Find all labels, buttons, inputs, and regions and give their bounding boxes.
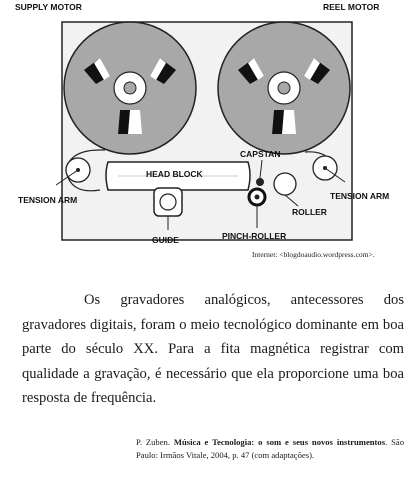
- label-guide: GUIDE: [152, 235, 179, 245]
- capstan: [256, 178, 264, 186]
- reference-details: . São Paulo: Irmãos Vitale, 2004, p. 47 …: [136, 437, 405, 460]
- label-supply-motor: SUPPLY MOTOR: [15, 2, 82, 12]
- label-roller: ROLLER: [292, 207, 327, 217]
- take-up-reel: [217, 21, 351, 155]
- reference-title: Música e Tecnologia: o som e seus novos …: [173, 437, 386, 447]
- supply-reel: [63, 21, 197, 155]
- reference-author: P. Zuben.: [136, 437, 170, 447]
- label-pinch-roller: PINCH-ROLLER: [222, 231, 286, 241]
- label-head-block: HEAD BLOCK: [146, 169, 204, 179]
- tape-recorder-illustration: SUPPLY MOTOR REEL MOTOR CAPSTAN HEAD BLO…: [15, 2, 389, 245]
- tape-recorder-diagram: SUPPLY MOTOR REEL MOTOR CAPSTAN HEAD BLO…: [15, 2, 389, 245]
- label-tension-arm-left: TENSION ARM: [18, 195, 77, 205]
- bibliographic-reference: P. Zuben. Música e Tecnologia: o som e s…: [136, 436, 404, 462]
- label-capstan: CAPSTAN: [240, 149, 280, 159]
- label-reel-motor: REEL MOTOR: [323, 2, 379, 12]
- figure-credit: Internet: <blogdoaudio.wordpress.com>.: [252, 250, 375, 259]
- label-tension-arm-right: TENSION ARM: [330, 191, 389, 201]
- roller: [273, 172, 297, 196]
- body-paragraph: Os gravadores analógicos, antecessores d…: [22, 292, 404, 406]
